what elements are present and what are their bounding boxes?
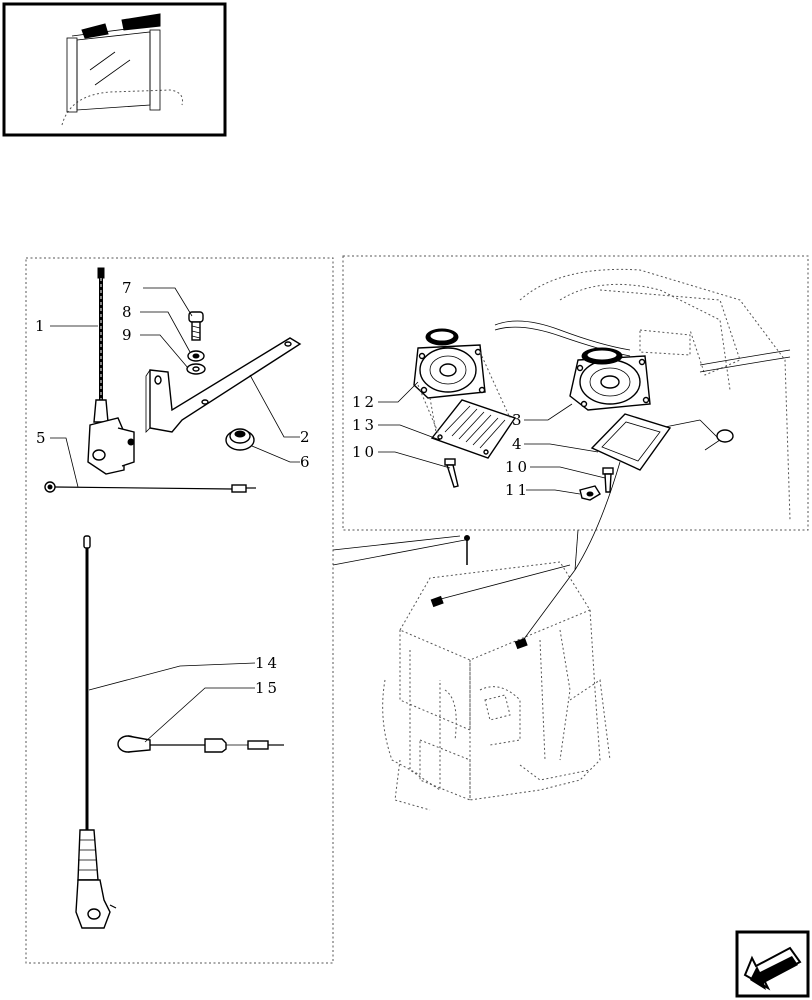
thumbnail-panel [2, 2, 227, 137]
callout-13: 13 [352, 416, 377, 434]
callout-10-right: 10 [505, 458, 530, 476]
callout-14: 14 [255, 654, 280, 672]
next-page-arrow-icon[interactable] [735, 930, 810, 998]
callout-12: 12 [352, 393, 377, 411]
part-10-screw-left [444, 458, 459, 488]
leader-lines [50, 287, 606, 743]
part-15-coax-cable [117, 735, 284, 753]
part-9-washer [186, 363, 206, 375]
callout-11: 11 [505, 481, 530, 499]
callout-4: 4 [512, 435, 525, 453]
callout-9: 9 [122, 326, 135, 344]
callout-7: 7 [122, 279, 135, 297]
callout-3: 3 [512, 411, 525, 429]
part-12-speaker [413, 328, 486, 399]
part-7-screw [188, 311, 204, 341]
part-11-clip [579, 485, 601, 501]
part-4-gasket [590, 413, 672, 471]
part-3-speaker [569, 347, 651, 411]
part-1-short-antenna [87, 267, 135, 475]
callout-6: 6 [300, 453, 313, 471]
callout-labels: 1 2 3 4 5 6 7 8 9 10 10 11 12 13 14 15 [35, 279, 530, 697]
callout-8: 8 [122, 303, 135, 321]
speaker-parts-panel [342, 255, 809, 531]
part-13-grille [430, 399, 517, 459]
part-6-plug [225, 428, 255, 451]
antenna-parts-panel [25, 257, 334, 964]
part-2-bracket [145, 337, 302, 433]
callout-5: 5 [36, 429, 49, 447]
callout-10-left: 10 [352, 443, 377, 461]
part-10-screw-right [602, 467, 614, 493]
part-8-washer [187, 350, 205, 362]
callout-1: 1 [35, 317, 48, 335]
tractor-cab-windshield-icon [61, 13, 183, 126]
part-14-long-antenna [75, 535, 117, 929]
callout-15: 15 [255, 679, 280, 697]
tractor-cab-illustration [382, 535, 611, 811]
part-5-cable [44, 481, 256, 493]
callout-2: 2 [300, 428, 313, 446]
